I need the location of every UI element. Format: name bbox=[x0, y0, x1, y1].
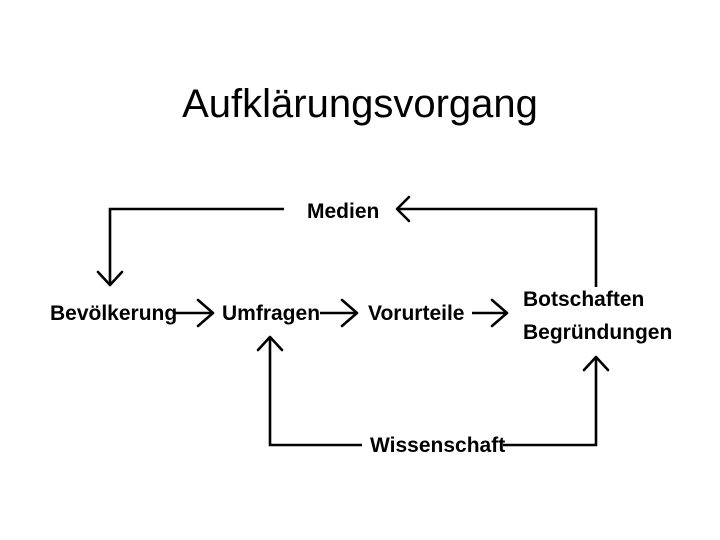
node-wissenschaft: Wissenschaft bbox=[370, 434, 505, 457]
node-begruendungen: Begründungen bbox=[523, 321, 672, 344]
node-botschaften: Botschaften bbox=[523, 288, 644, 311]
node-bevoelkerung: Bevölkerung bbox=[50, 302, 177, 325]
diagram-title: Aufklärungsvorgang bbox=[182, 82, 538, 126]
arrow-bevoelkerung-umfragen bbox=[175, 298, 215, 328]
node-medien: Medien bbox=[307, 200, 379, 223]
loop-medien bbox=[96, 195, 598, 287]
node-umfragen: Umfragen bbox=[222, 302, 320, 325]
node-vorurteile: Vorurteile bbox=[368, 302, 464, 325]
arrow-umfragen-vorurteile bbox=[320, 298, 359, 328]
loop-wissenschaft bbox=[256, 335, 610, 447]
arrow-vorurteile-botschaften bbox=[472, 298, 509, 328]
